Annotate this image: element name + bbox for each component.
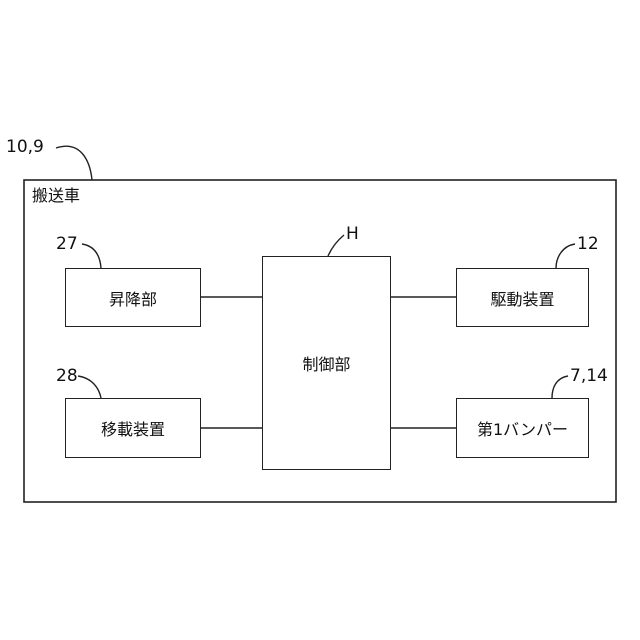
leader-vehicle <box>56 146 92 180</box>
leader-bumper <box>552 376 568 398</box>
leader-lift <box>82 244 101 268</box>
block-transfer-label: 移載装置 <box>101 416 165 440</box>
ref-label-controller: H <box>346 226 359 243</box>
block-lift-label: 昇降部 <box>109 286 157 310</box>
block-transfer: 移載装置 <box>65 398 201 458</box>
ref-label-drive: 12 <box>577 236 599 253</box>
vehicle-title: 搬送車 <box>32 188 80 204</box>
block-controller-label: 制御部 <box>302 351 350 375</box>
ref-label-lift: 27 <box>56 236 78 253</box>
leader-controller <box>328 235 344 256</box>
block-bumper-label: 第1バンパー <box>477 416 568 440</box>
block-drive-label: 駆動装置 <box>490 286 554 310</box>
block-controller: 制御部 <box>262 256 391 470</box>
leader-transfer <box>78 376 101 398</box>
block-drive: 駆動装置 <box>456 268 589 327</box>
ref-label-transfer: 28 <box>56 368 78 385</box>
ref-label-bumper: 7,14 <box>570 368 608 385</box>
block-lift: 昇降部 <box>65 268 201 327</box>
block-bumper: 第1バンパー <box>456 398 589 458</box>
leader-drive <box>556 244 575 268</box>
ref-label-vehicle: 10,9 <box>6 139 44 156</box>
